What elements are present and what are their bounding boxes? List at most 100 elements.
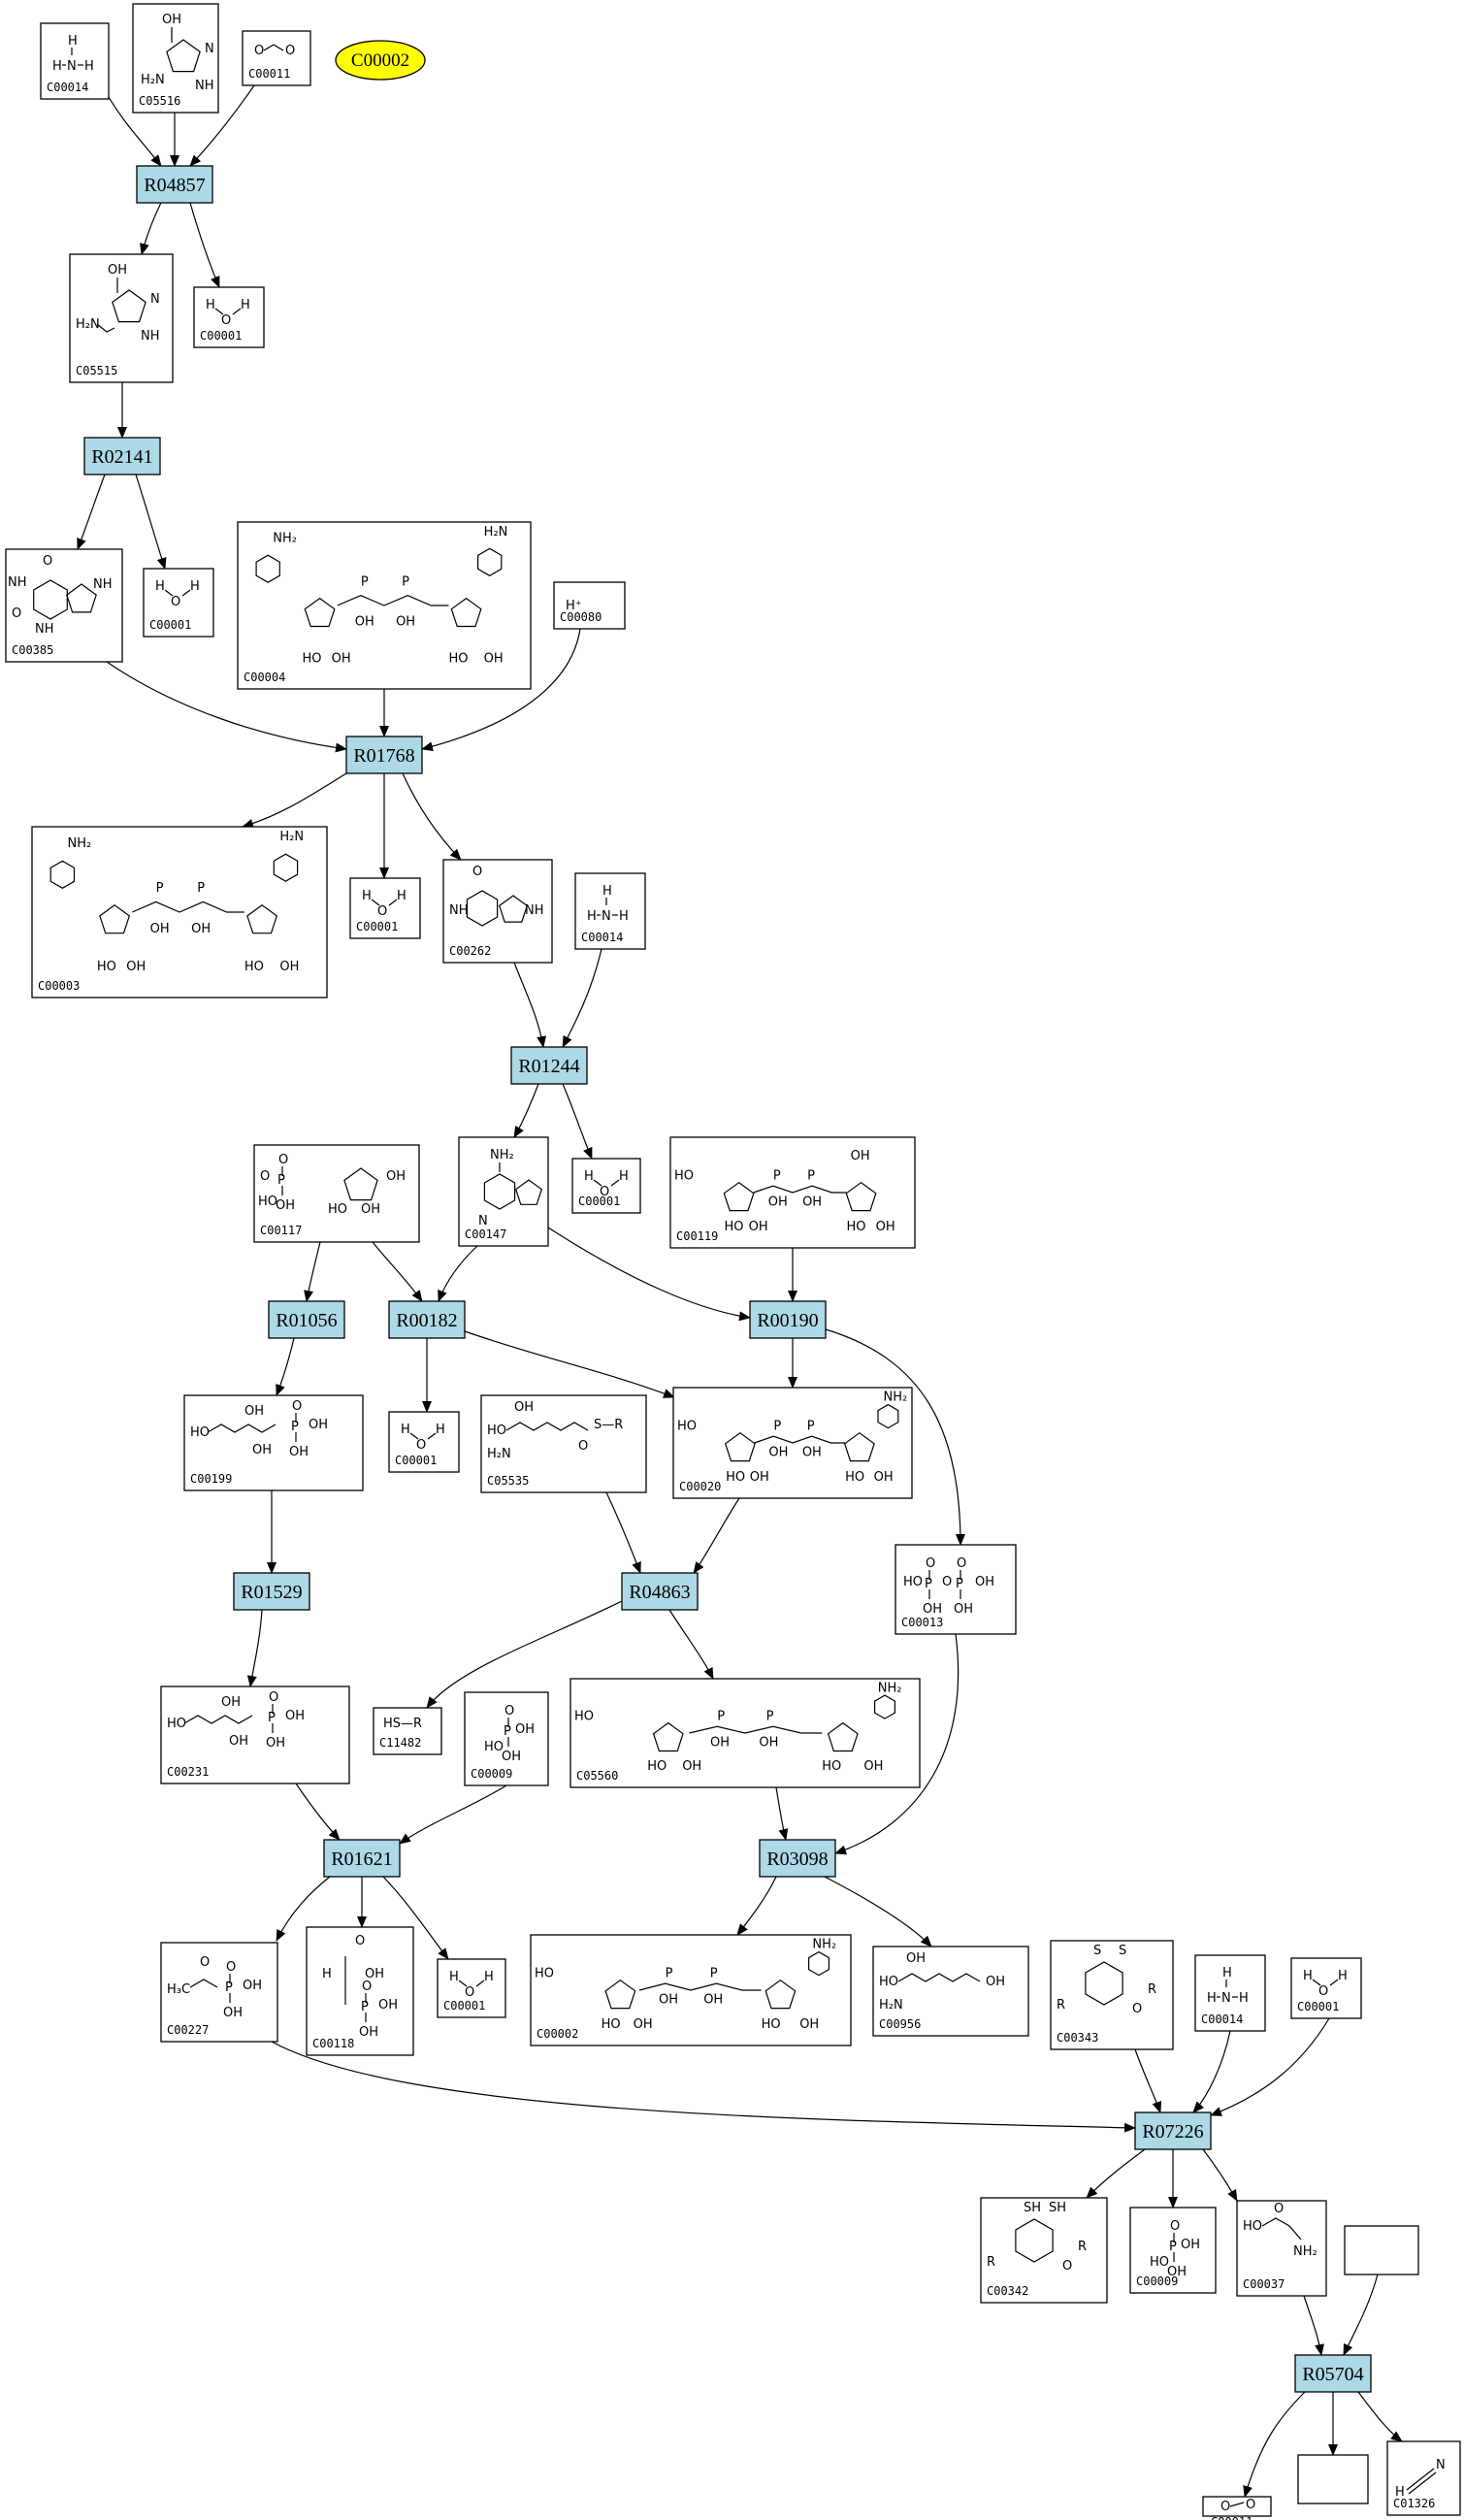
- compound-box: [571, 1158, 641, 1214]
- reaction-node-R07226[interactable]: R07226: [1134, 2111, 1212, 2150]
- phosphorus-atom: P: [773, 1168, 781, 1183]
- phosphorus-atom: P: [807, 1168, 815, 1183]
- bond-line: [273, 44, 284, 51]
- oxygen-atom: O: [254, 44, 264, 58]
- reaction-node-R01244[interactable]: R01244: [510, 1046, 588, 1085]
- hydroxyl-group: OH: [851, 1149, 870, 1163]
- bond-line: [475, 1980, 485, 1987]
- compound-id-label: C00119: [676, 1229, 718, 1243]
- thiol-label: HS—R: [383, 1717, 422, 1731]
- reaction-node-R00190[interactable]: R00190: [749, 1300, 827, 1339]
- reaction-node-R01056[interactable]: R01056: [268, 1300, 345, 1339]
- phosphorus-atom: P: [773, 1419, 781, 1433]
- reaction-box: [621, 1572, 699, 1611]
- reaction-node-R01768[interactable]: R01768: [345, 736, 423, 774]
- highlight-compound-C00002[interactable]: C00002: [335, 40, 426, 81]
- oxygen-atom: O: [957, 1556, 966, 1571]
- reaction-node-R02141[interactable]: R02141: [83, 437, 161, 475]
- hydroxyl-group: OH: [802, 1195, 822, 1210]
- compound-node-empty[interactable]: [1297, 2454, 1369, 2504]
- compound-box: [980, 2197, 1108, 2304]
- compound-id-label: C00199: [190, 1472, 232, 1486]
- sulfur-atom: SH: [1049, 2201, 1066, 2215]
- amine-group: NH: [35, 622, 54, 637]
- ring-bond: [343, 1167, 378, 1201]
- hydroxyl-group: OH: [285, 1709, 305, 1723]
- compound-box: [253, 1144, 420, 1243]
- oxygen-atom: O: [269, 1690, 278, 1705]
- reaction-node-R01529[interactable]: R01529: [233, 1572, 310, 1611]
- reaction-id-label: R01056: [276, 1310, 337, 1331]
- edge-arrow-21: [547, 1227, 751, 1322]
- chain-bond: [689, 1725, 823, 1734]
- hydroxyl-group: OH: [682, 1759, 701, 1774]
- edge-arrow-2: [189, 84, 255, 167]
- compound-node-empty[interactable]: [1344, 2225, 1419, 2275]
- compound-box: [1236, 2200, 1327, 2297]
- chain-bond: [753, 1185, 847, 1194]
- compound-box: [464, 1691, 549, 1786]
- compound-id-label: C00385: [12, 643, 53, 657]
- edge-arrow-19: [372, 1241, 423, 1302]
- ring-bond: [843, 1431, 875, 1462]
- phosphorus-atom: P: [666, 1966, 673, 1980]
- reaction-node-R04857[interactable]: R04857: [136, 165, 213, 204]
- edge-arrow-44: [1134, 2048, 1162, 2113]
- amine-group: NH: [93, 577, 113, 592]
- oxygen-atom: O: [942, 1575, 952, 1589]
- reaction-node-R04863[interactable]: R04863: [621, 1572, 699, 1611]
- compound-node-C00080[interactable]: H⁺C00080: [553, 581, 626, 630]
- reaction-node-R03098[interactable]: R03098: [759, 1839, 836, 1878]
- oxygen-atom: O: [260, 1169, 270, 1184]
- reaction-node-R05704[interactable]: R05704: [1294, 2354, 1372, 2393]
- hydroxyl-group: OH: [126, 960, 146, 974]
- reaction-node-R00182[interactable]: R00182: [388, 1300, 466, 1339]
- ring-bond: [723, 1181, 755, 1212]
- chain-bond: [96, 323, 115, 333]
- reaction-node-R01621[interactable]: R01621: [323, 1839, 401, 1878]
- hydroxyl-group: HO: [535, 1966, 554, 1980]
